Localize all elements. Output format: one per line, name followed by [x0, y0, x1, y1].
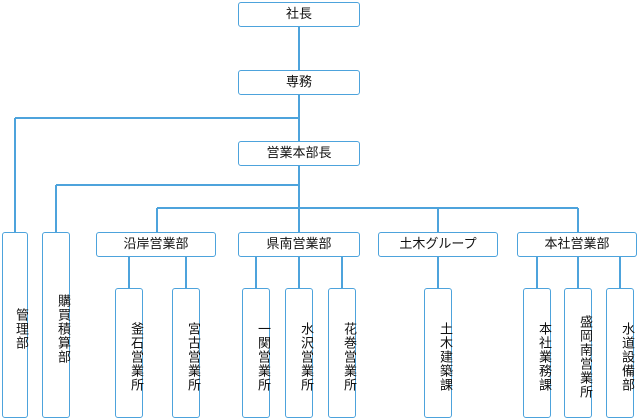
sales-hq-director-box: 営業本部長: [238, 141, 360, 166]
civil-construction-section-box: 土木建築課: [424, 288, 452, 418]
management-dept-box: 管理部: [2, 232, 28, 418]
head-office-affairs-section-box: 本社業務課: [523, 288, 551, 418]
head-office-sales-dept-box: 本社営業部: [517, 232, 637, 257]
hanamaki-office-box: 花巻営業所: [328, 288, 356, 418]
south-sales-dept-box: 県南営業部: [238, 232, 360, 257]
miyako-office-box: 宮古営業所: [172, 288, 200, 418]
president-box: 社長: [238, 2, 360, 27]
civil-group-box: 土木グループ: [378, 232, 498, 257]
kamaishi-office-box: 釜石営業所: [115, 288, 143, 418]
managing-director-box: 専務: [238, 70, 360, 95]
mizusawa-office-box: 水沢営業所: [285, 288, 313, 418]
morioka-south-office-box: 盛岡南営業所: [564, 288, 592, 418]
purchasing-dept-box: 購買積算部: [42, 232, 70, 418]
water-equipment-dept-box: 水道設備部: [606, 288, 634, 418]
ichinoseki-office-box: 一関営業所: [242, 288, 270, 418]
coastal-sales-dept-box: 沿岸営業部: [96, 232, 216, 257]
